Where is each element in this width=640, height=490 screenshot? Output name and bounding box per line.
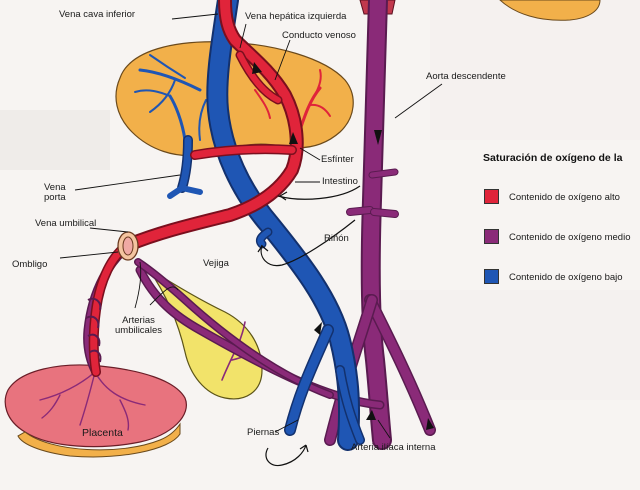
label-vejiga: Vejiga <box>203 258 229 269</box>
liver-shape <box>115 41 354 157</box>
leader-lines <box>59 13 443 439</box>
legend-swatch-low <box>484 269 499 284</box>
liver-blue-veins <box>134 54 207 142</box>
background-page-texture <box>0 0 640 400</box>
label-vena-hepatica-izquierda: Vena hepática izquierda <box>245 11 347 22</box>
label-arteria-iliaca-interna: Arteria ilíaca interna <box>351 442 436 453</box>
legend-swatch-medium <box>484 229 499 244</box>
flow-arrows <box>252 62 434 430</box>
label-esfinter: Esfínter <box>321 154 354 165</box>
legend-swatch-high <box>484 189 499 204</box>
upper-organ-shape <box>499 0 601 21</box>
label-vena-porta: Vena porta <box>44 182 66 204</box>
legend-title: Saturación de oxígeno de la <box>483 152 623 164</box>
inferior-vena-cava <box>167 0 365 451</box>
label-intestino: Intestino <box>322 176 358 187</box>
label-ombligo: Ombligo <box>12 259 48 270</box>
placenta-base <box>17 422 181 458</box>
label-placenta: Placenta <box>82 427 123 439</box>
label-vena-cava-inferior: Vena cava inferior <box>59 9 136 20</box>
placenta-vessels <box>39 371 146 431</box>
feedback-arrows <box>257 185 361 467</box>
legend-label-low: Contenido de oxígeno bajo <box>509 272 623 283</box>
legend-label-medium: Contenido de oxígeno medio <box>509 232 631 243</box>
label-piernas: Piernas <box>247 427 280 438</box>
label-aorta-descendente: Aorta descendente <box>426 71 506 82</box>
umbilicus-ring <box>117 231 139 261</box>
legend-label-high: Contenido de oxígeno alto <box>509 192 620 203</box>
label-rinon: Riñón <box>324 233 349 244</box>
label-arterias-umbilicales: Arterias umbilicales <box>115 315 162 337</box>
label-conducto-venoso: Conducto venoso <box>282 30 356 41</box>
umbilical-vein <box>88 0 304 377</box>
cord-twists <box>85 297 102 363</box>
label-vena-umbilical: Vena umbilical <box>35 218 97 229</box>
